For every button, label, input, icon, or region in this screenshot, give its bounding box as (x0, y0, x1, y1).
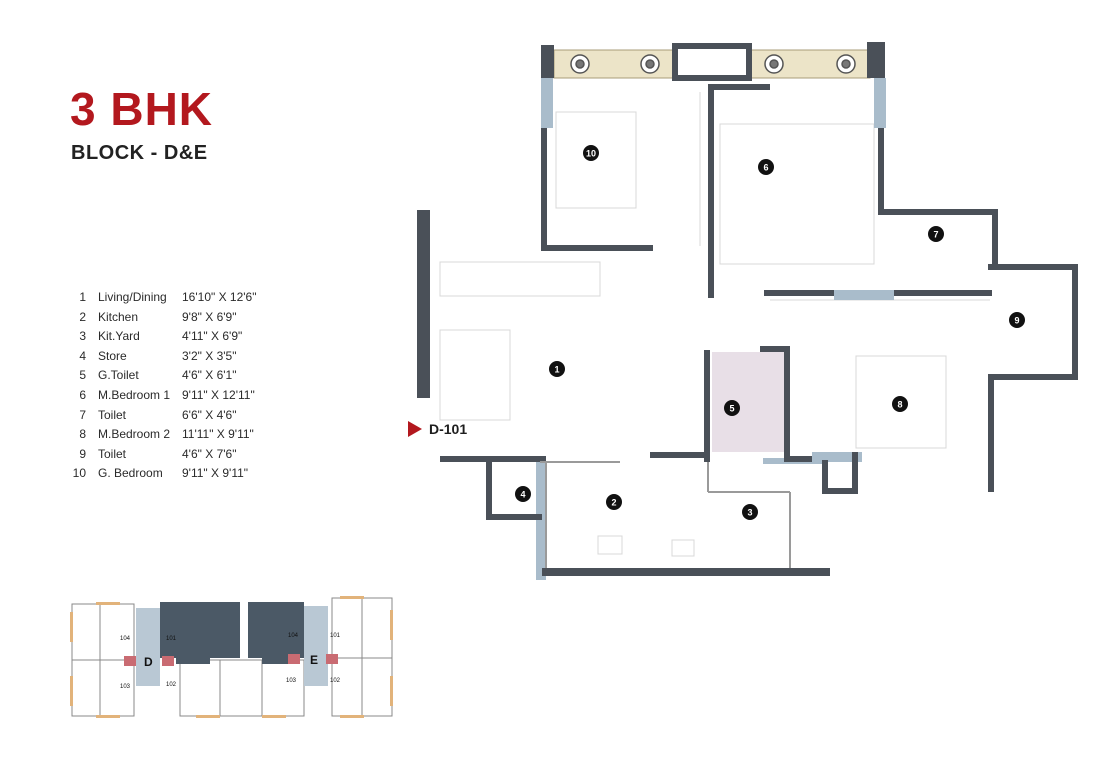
room-marker-8 (892, 396, 908, 412)
room-number: 4 (520, 490, 525, 500)
key-plan-cores (136, 606, 328, 686)
legend-number: 1 (79, 290, 86, 304)
legend-number: 4 (79, 348, 86, 363)
room-marker-4 (515, 486, 531, 502)
legend-number: 7 (79, 407, 86, 422)
legend-dimension: 9'11" X 9'11" (182, 466, 249, 481)
key-unit-label: 102 (166, 682, 177, 688)
legend-number: 2 (79, 309, 86, 324)
room-marker-9 (1009, 312, 1025, 328)
core-label-e: E (310, 653, 318, 667)
legend-number: 6 (79, 387, 86, 402)
room-number: 3 (747, 508, 752, 518)
unit-pointer-icon (408, 421, 422, 437)
room-number: 2 (611, 498, 616, 508)
unit-label: D-101 (429, 421, 467, 437)
legend-number: 9 (79, 446, 86, 461)
furniture-outlines (439, 92, 990, 557)
room-marker-5 (724, 400, 740, 416)
legend-dimension: 11'11" X 9'11" (182, 427, 254, 442)
room-number: 5 (729, 404, 734, 414)
key-unit-label: 101 (330, 633, 341, 639)
legend-room-name: Toilet (98, 407, 127, 422)
legend-dimension: 6'6" X 4'6" (182, 407, 237, 422)
legend-number: 3 (79, 329, 86, 344)
legend-dimension: 4'6" X 7'6" (182, 446, 237, 461)
legend-dimension: 9'8" X 6'9" (182, 309, 237, 324)
legend-dimension: 9'11" X 12'11" (182, 387, 255, 402)
room-number: 8 (897, 400, 902, 410)
legend-number: 8 (79, 427, 86, 442)
legend-dimension: 16'10" X 12'6" (182, 290, 257, 304)
legend-room-name: Kitchen (98, 309, 139, 324)
room-markers (515, 145, 1025, 520)
legend-room-name: Living/Dining (98, 290, 167, 304)
key-plan-lifts (124, 654, 338, 666)
block-subtitle: BLOCK - D&E (71, 142, 208, 164)
legend-room-name: G. Bedroom (98, 466, 163, 481)
legend-dimension: 3'2" X 3'5" (182, 348, 237, 363)
room-marker-1 (549, 361, 565, 377)
core-label-d: D (144, 655, 153, 669)
room-number: 7 (933, 230, 938, 240)
key-plan-highlighted-units (160, 602, 304, 664)
legend-number: 5 (79, 368, 86, 383)
key-plan-windows (70, 596, 393, 718)
key-unit-label: 104 (120, 636, 131, 642)
key-unit-label: 101 (166, 636, 177, 642)
key-unit-label: 102 (330, 678, 341, 684)
legend-room-name: G.Toilet (98, 368, 139, 383)
room-marker-2 (606, 494, 622, 510)
walls (417, 42, 1078, 576)
legend-dimension: 4'6" X 6'1" (182, 368, 237, 383)
guest-toilet-area (712, 352, 786, 452)
room-number: 10 (586, 149, 596, 159)
key-unit-label: 103 (120, 684, 131, 690)
room-number: 1 (554, 365, 559, 375)
partitions (540, 461, 791, 568)
balcony-window (672, 43, 752, 81)
legend-room-name: Store (98, 348, 127, 363)
legend-number: 10 (72, 466, 86, 481)
legend-dimension: 4'11" X 6'9" (182, 329, 243, 344)
room-marker-3 (742, 504, 758, 520)
legend-room-name: Toilet (98, 446, 127, 461)
key-unit-label: 104 (288, 633, 299, 639)
room-number: 6 (763, 163, 768, 173)
planter-icon (570, 54, 856, 74)
legend-room-name: M.Bedroom 2 (98, 427, 171, 442)
room-marker-6 (758, 159, 774, 175)
room-marker-7 (928, 226, 944, 242)
room-number: 9 (1014, 316, 1019, 326)
room-marker-10 (583, 145, 599, 161)
plan-title: 3 BHK (70, 83, 214, 135)
key-unit-label: 103 (286, 678, 297, 684)
legend-room-name: M.Bedroom 1 (98, 387, 171, 402)
legend-room-name: Kit.Yard (98, 329, 140, 344)
